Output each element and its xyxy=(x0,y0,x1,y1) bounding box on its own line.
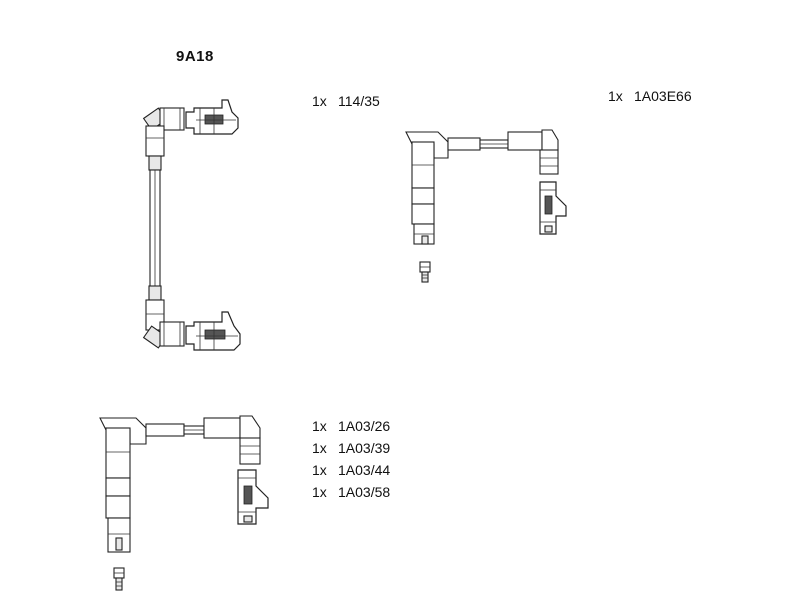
part-number: 1A03/26 xyxy=(338,418,391,434)
coil-connector xyxy=(539,181,567,235)
coil-boot xyxy=(507,129,559,175)
coil-boot xyxy=(203,415,261,465)
cable-horizontal xyxy=(145,423,205,437)
angled-boot-bottom xyxy=(142,285,185,349)
kit-code: 9A18 xyxy=(176,48,214,65)
spark-plug-terminal xyxy=(113,567,125,591)
parts-list-group-c: 1x 1A03/26 1x 1A03/39 1x 1A03/44 1x 1A03/58 xyxy=(312,415,390,503)
part-quantity: 1x xyxy=(312,484,327,500)
coil-connector xyxy=(237,469,269,525)
part-number: 1A03/58 xyxy=(338,484,391,500)
part-item: 1x 1A03/39 xyxy=(312,437,390,459)
part-number: 1A03E66 xyxy=(634,88,692,104)
part-item: 1x 1A03/58 xyxy=(312,481,390,503)
part-quantity: 1x xyxy=(312,440,327,456)
part-quantity: 1x xyxy=(312,418,327,434)
angled-boot-top xyxy=(142,107,185,171)
part-number: 1A03/44 xyxy=(338,462,391,478)
plug-boot-vertical xyxy=(405,131,449,245)
parts-list-group-b: 1x 1A03E66 xyxy=(608,85,692,107)
ignition-lead-114-35 xyxy=(142,99,241,351)
part-quantity: 1x xyxy=(312,93,327,109)
part-item: 1x 1A03/44 xyxy=(312,459,390,481)
spark-plug-connector-top xyxy=(185,99,239,135)
cable-horizontal xyxy=(447,137,509,151)
spark-plug-connector-bottom xyxy=(185,311,241,351)
part-quantity: 1x xyxy=(312,462,327,478)
spark-plug-terminal xyxy=(419,261,431,283)
ignition-lead-1a03-series xyxy=(99,415,269,591)
part-item: 1x 1A03E66 xyxy=(608,85,692,107)
part-number: 114/35 xyxy=(338,93,380,109)
part-item: 1x 1A03/26 xyxy=(312,415,390,437)
plug-boot-vertical xyxy=(99,417,147,553)
parts-list-group-a: 1x 114/35 xyxy=(312,90,380,112)
part-number: 1A03/39 xyxy=(338,440,391,456)
cable-straight xyxy=(149,169,161,289)
ignition-lead-1a03e66 xyxy=(405,129,567,283)
part-item: 1x 114/35 xyxy=(312,90,380,112)
part-quantity: 1x xyxy=(608,88,623,104)
